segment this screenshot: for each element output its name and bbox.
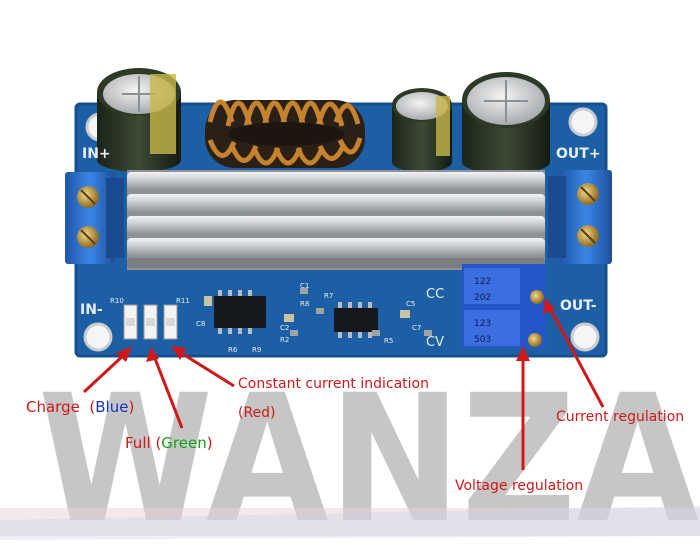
label-full-close: ) [206,434,213,452]
potentiometers [462,264,546,348]
status-leds [123,304,178,340]
watermark-stripe [0,508,700,536]
pot-current-batch: 122 [474,277,491,287]
pot-voltage-batch: 123 [474,319,491,329]
silk-c5: C5 [406,300,415,308]
toroid-inductor [205,99,365,168]
silk-cc: CC [426,287,444,302]
silk-r9: R9 [252,346,261,354]
silk-c8: C8 [196,320,205,328]
silk-in-minus: IN- [80,302,103,318]
silk-c2: C2 [280,324,289,332]
label-full-color: Green [161,434,207,452]
ic-chips [204,288,432,338]
output-terminal-block [548,170,612,264]
input-terminal-block [65,172,124,264]
label-charge: Charge (Blue) [26,398,134,416]
capacitor-small [392,88,452,172]
silk-r2: R2 [280,336,289,344]
label-full-text: Full [125,434,151,452]
silk-c1: C1 [300,282,309,290]
label-voltage-regulation: Voltage regulation [455,478,584,494]
silk-r10: R10 [110,297,124,305]
silk-out-plus: OUT+ [556,146,601,162]
label-charge-close: ) [128,398,135,416]
silk-r8: R8 [300,300,309,308]
label-constant-current-color: (Red) [238,405,276,421]
capacitor-output [462,72,550,174]
heatsink [127,170,545,270]
label-charge-text: Charge [26,398,80,416]
capacitor-input [97,68,181,172]
pot-voltage-code: 503 [474,335,491,345]
silk-c7: C7 [412,324,421,332]
label-constant-current: Constant current indication [238,376,429,392]
silk-in-plus: IN+ [82,146,111,162]
silk-r5: R5 [384,337,393,345]
silk-r7: R7 [324,292,333,300]
silk-cv: CV [426,335,444,350]
label-current-regulation: Current regulation [556,409,685,425]
label-full-open: ( [155,434,162,452]
annotation-arrows [82,298,605,470]
label-full: Full (Green) [125,434,213,452]
pot-current-code: 202 [474,293,491,303]
silk-r11: R11 [176,297,190,305]
label-charge-color: Blue [95,398,129,416]
silk-r6: R6 [228,346,238,354]
silk-out-minus: OUT- [560,298,597,314]
label-charge-open: ( [89,398,96,416]
